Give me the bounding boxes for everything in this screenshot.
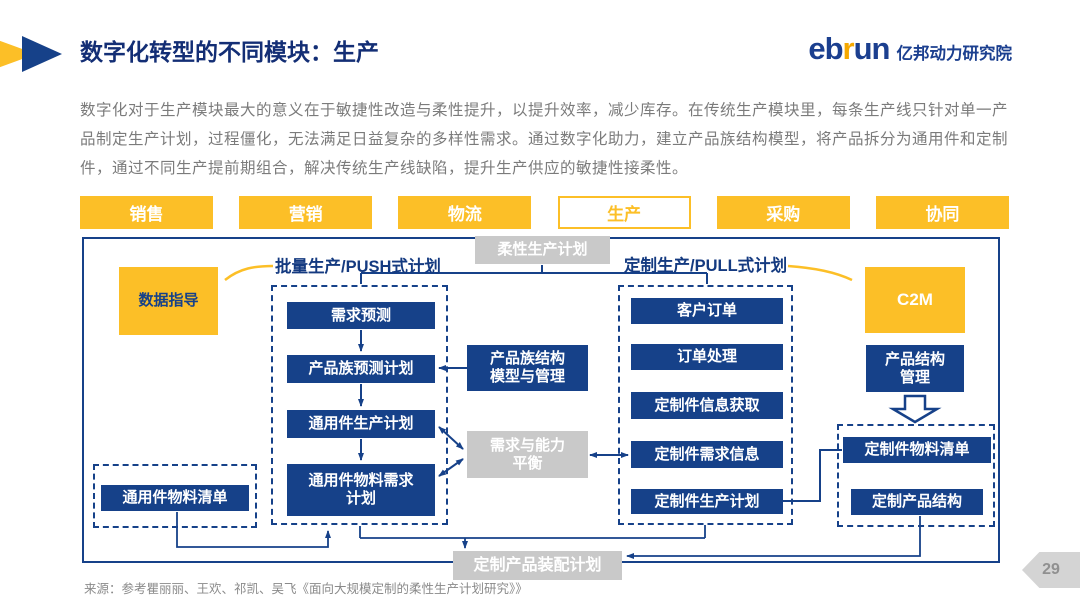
node-demand-forecast: 需求预测 — [287, 302, 435, 329]
tab-logistics[interactable]: 物流 — [398, 196, 532, 229]
common-bom-container — [93, 464, 257, 528]
node-data-guidance: 数据指导 — [119, 267, 218, 335]
pull-plan-label: 定制生产/PULL式计划 — [624, 257, 788, 275]
page-title: 数字化转型的不同模块：生产 — [80, 39, 379, 65]
tab-production[interactable]: 生产 — [557, 196, 691, 229]
node-product-structure-mgmt: 产品结构管理 — [866, 345, 964, 392]
node-flexible-production-plan: 柔性生产计划 — [475, 236, 610, 264]
node-product-family-model-mgmt: 产品族结构模型与管理 — [467, 345, 588, 391]
push-group-container — [271, 285, 448, 525]
page-number-badge: 29 — [1022, 552, 1080, 588]
node-custom-product-assembly-plan: 定制产品装配计划 — [453, 551, 622, 580]
intro-paragraph: 数字化对于生产模块最大的意义在于敏捷性改造与柔性提升，以提升效率，减少库存。在传… — [80, 102, 1009, 178]
tab-collaboration[interactable]: 协同 — [875, 196, 1009, 229]
node-custom-part-bom: 定制件物料清单 — [843, 437, 991, 463]
push-plan-label: 批量生产/PUSH式计划 — [275, 258, 441, 276]
node-demand-capacity-balance: 需求与能力平衡 — [467, 431, 588, 478]
node-order-processing: 订单处理 — [631, 344, 783, 370]
tab-marketing[interactable]: 营销 — [239, 196, 373, 229]
node-common-part-production-plan: 通用件生产计划 — [287, 410, 435, 438]
tab-procurement[interactable]: 采购 — [716, 196, 850, 229]
source-note: 来源：参考瞿丽丽、王欢、祁凯、吴飞《面向大规模定制的柔性生产计划研究》》 — [84, 582, 528, 596]
node-custom-part-production-plan: 定制件生产计划 — [631, 489, 783, 514]
node-custom-product-structure: 定制产品结构 — [851, 489, 983, 515]
brand-wordmark: ebrun — [808, 31, 890, 66]
node-product-family-forecast-plan: 产品族预测计划 — [287, 355, 435, 383]
node-customer-order: 客户订单 — [631, 298, 783, 324]
tab-sales[interactable]: 销售 — [80, 196, 213, 229]
node-c2m: C2M — [865, 267, 965, 333]
node-custom-part-demand-info: 定制件需求信息 — [631, 441, 783, 468]
node-common-part-mrp: 通用件物料需求计划 — [287, 464, 435, 516]
node-custom-part-info-capture: 定制件信息获取 — [631, 392, 783, 419]
brand-org-name: 亿邦动力研究院 — [896, 44, 1013, 63]
module-tabs: 销售 营销 物流 生产 采购 协同 — [80, 196, 1009, 229]
header-arrow-navy-icon — [22, 36, 62, 72]
brand-logo: ebrun 亿邦动力研究院 — [808, 33, 1012, 64]
node-common-part-bom: 通用件物料清单 — [101, 485, 249, 511]
